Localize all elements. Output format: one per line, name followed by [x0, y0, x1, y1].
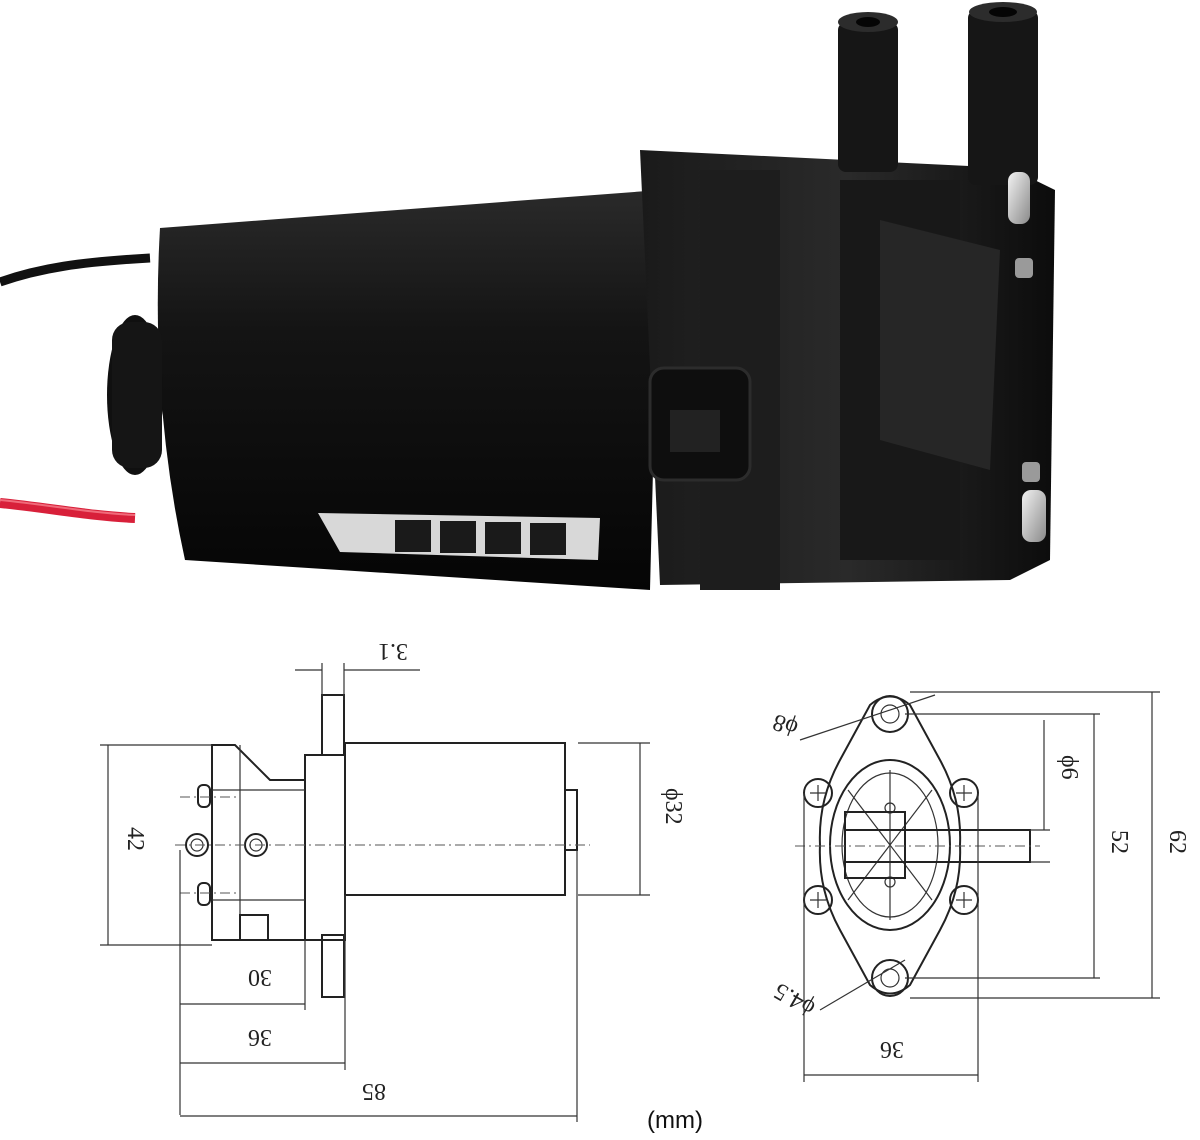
red-wire	[0, 498, 136, 523]
dim-85: 85	[362, 1078, 386, 1104]
dim-30: 30	[248, 964, 272, 990]
pump-photo	[0, 2, 1055, 590]
dim-phi45: ϕ4.5	[770, 977, 820, 1021]
dim-phi6: ϕ6	[1056, 755, 1082, 780]
dim-36-end: 36	[880, 1036, 904, 1062]
dim-52: 52	[1106, 830, 1132, 854]
outlet-pipes	[838, 2, 1038, 185]
side-view-drawing: 3.1 42 ϕ32 30 36 85	[100, 638, 686, 1122]
unit-label: (mm)	[647, 1107, 703, 1134]
dim-3-1: 3.1	[378, 638, 408, 664]
end-view-drawing: ϕ8 ϕ6 ϕ4.5 52 62 36	[769, 691, 1190, 1082]
dim-36-side: 36	[248, 1024, 272, 1050]
dim-phi32: ϕ32	[660, 788, 686, 825]
motor-body	[157, 190, 660, 590]
dim-phi8: ϕ8	[769, 708, 801, 741]
motor-label	[318, 513, 600, 560]
black-wire	[0, 253, 151, 287]
dim-62: 62	[1164, 830, 1190, 854]
dim-42: 42	[122, 827, 148, 851]
screw-icon	[1008, 172, 1046, 542]
